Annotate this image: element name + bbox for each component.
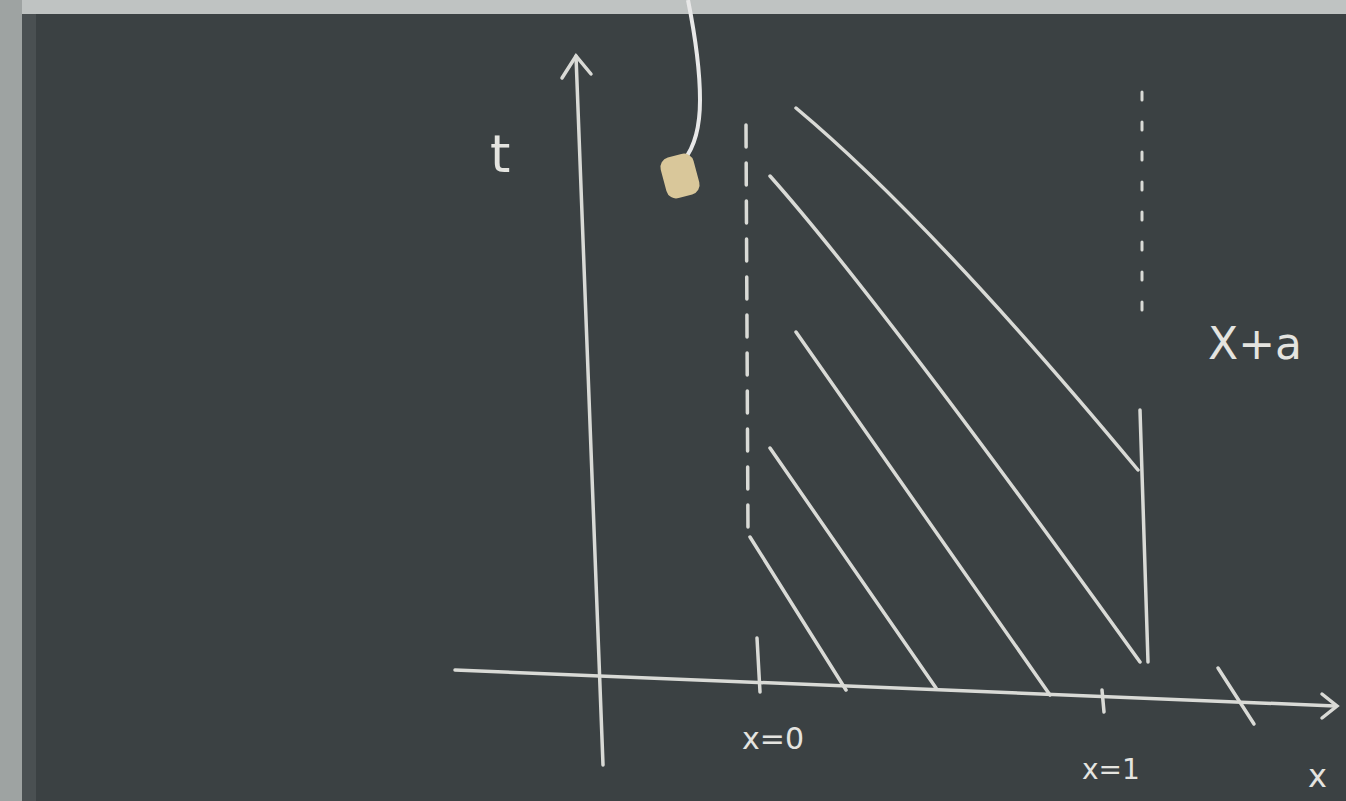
axis-label: t <box>490 128 510 180</box>
microphone <box>658 0 702 201</box>
characteristic-line <box>796 108 1138 470</box>
boundary-dotted <box>1141 92 1144 330</box>
x-axis <box>455 670 1335 706</box>
board-frame-shadow <box>22 14 36 801</box>
t-axis <box>576 56 603 765</box>
tick-label: x=0 <box>742 724 804 754</box>
mic-head <box>658 151 702 200</box>
tick-x0 <box>757 638 760 692</box>
boundary-solid <box>1140 410 1148 662</box>
characteristic-line <box>750 537 846 690</box>
board-frame-left <box>0 0 22 801</box>
board-frame-top <box>0 0 1346 14</box>
characteristic-line <box>770 448 936 688</box>
mic-cable <box>684 0 700 160</box>
characteristic-line <box>770 176 1140 662</box>
boundary-label: X+a <box>1208 322 1302 366</box>
tick-x1 <box>1102 690 1104 712</box>
chalk-stroke <box>1218 668 1254 724</box>
characteristic-line <box>796 332 1050 695</box>
tick-label: x=1 <box>1082 756 1140 784</box>
boundary-dashed <box>746 125 748 535</box>
t-axis-arrowhead <box>562 56 591 78</box>
axis-label: x <box>1308 760 1327 792</box>
x-axis-arrowhead <box>1322 694 1337 718</box>
